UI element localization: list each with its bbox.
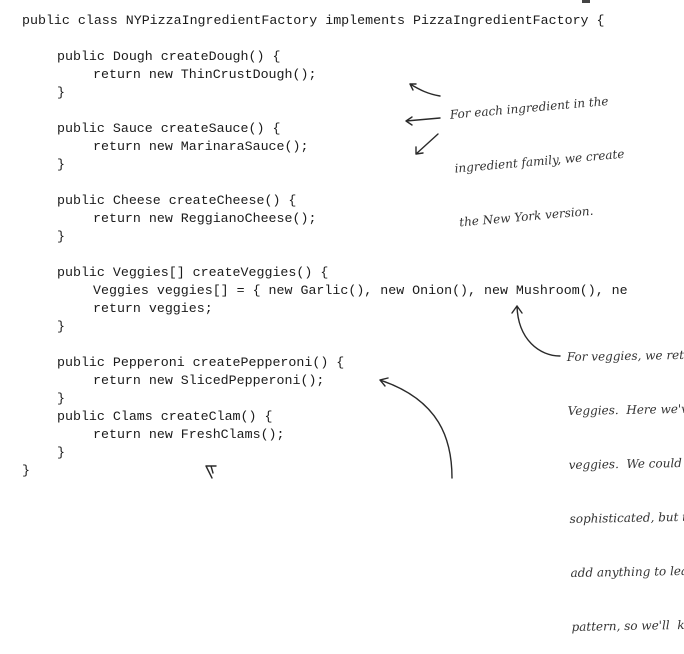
class-declaration: public class NYPizzaIngredientFactory im… [22,13,605,28]
closing-brace: } [57,157,65,172]
return-statement: return new SlicedPepperoni(); [93,373,325,388]
small-arrow-up-icon [205,465,217,479]
veggies-array-statement: Veggies veggies[] = { new Garlic(), new … [93,283,628,298]
arrow-up-left-icon [409,83,441,97]
method-signature: public Sauce createSauce() { [57,121,281,136]
note-line: For each ingredient in the [449,93,610,122]
note-line: the New York version. [458,203,594,230]
annotation-arrows [205,0,590,479]
class-closing-brace: } [22,463,30,478]
note-line: veggies. We could n [568,455,684,472]
curved-arrow-left-icon [379,377,453,479]
closing-brace: } [57,391,65,406]
closing-brace: } [57,319,65,334]
return-statement: return new ThinCrustDough(); [93,67,317,82]
closing-brace: } [57,229,65,244]
note-line: ingredient family, we create [454,146,625,176]
ingredient-family-note: For each ingredient in the ingredient fa… [446,55,631,249]
return-statement: return new FreshClams(); [93,427,285,442]
note-line: For veggies, we ret [566,347,684,364]
note-line: pattern, so we'll k [571,617,684,634]
arrow-left-icon [405,116,441,126]
return-statement: return new ReggianoCheese(); [93,211,317,226]
veggies-note: For veggies, we ret Veggies. Here we've … [566,310,684,654]
page-mark [582,0,590,3]
method-signature: public Veggies[] createVeggies() { [57,265,329,280]
return-statement: return veggies; [93,301,213,316]
method-signature: public Pepperoni createPepperoni() { [57,355,345,370]
curved-arrow-up-icon [511,305,561,357]
method-signature: public Dough createDough() { [57,49,281,64]
return-statement: return new MarinaraSauce(); [93,139,309,154]
closing-brace: } [57,445,65,460]
note-line: add anything to lea [570,563,684,580]
note-line: sophisticated, but t [569,509,684,526]
note-line: Veggies. Here we've [567,401,684,418]
method-signature: public Clams createClam() { [57,409,273,424]
closing-brace: } [57,85,65,100]
arrow-down-left-icon [415,133,439,155]
method-signature: public Cheese createCheese() { [57,193,297,208]
